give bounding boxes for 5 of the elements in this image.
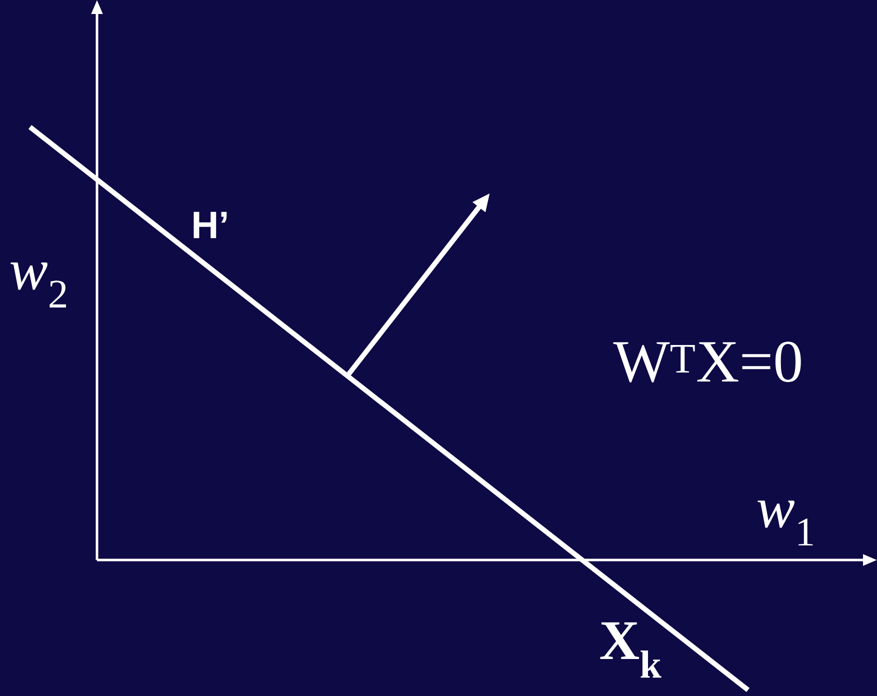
point-label: X$_{k}$ [600,622,662,678]
equation-label: W$^{T}$X=0 [613,342,801,382]
line-label: H’ [194,212,227,238]
axis-label: w$_{1}$ [758,500,813,546]
axis-label: w$_{2}$ [10,262,66,308]
